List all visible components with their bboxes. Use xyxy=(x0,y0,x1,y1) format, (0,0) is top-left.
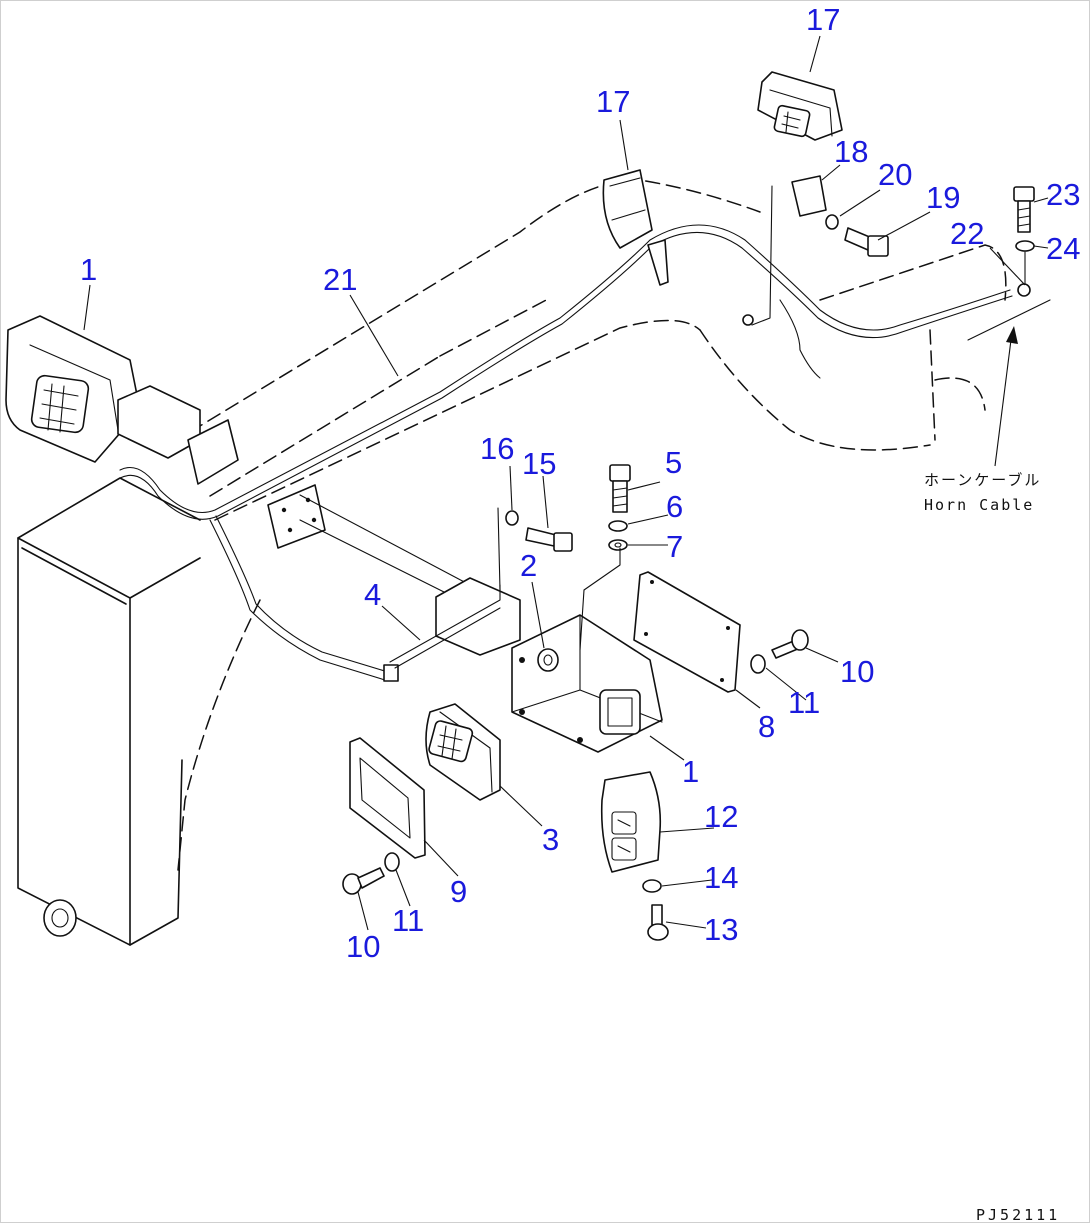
callout-4: 4 xyxy=(364,577,381,612)
callout-11-right: 11 xyxy=(788,685,820,720)
callout-11-bottom: 11 xyxy=(392,903,424,938)
callout-24: 24 xyxy=(1046,231,1080,266)
drawing-code: PJ52111 xyxy=(976,1206,1060,1223)
harness-4 xyxy=(389,584,501,669)
callout-15: 15 xyxy=(522,446,556,481)
callout-16: 16 xyxy=(480,431,514,466)
callout-17-mid: 17 xyxy=(596,84,630,119)
fasteners xyxy=(342,186,1035,941)
lamp-3 xyxy=(425,703,501,801)
wiring-harness xyxy=(119,224,1051,682)
callout-12: 12 xyxy=(704,799,738,834)
callout-23: 23 xyxy=(1046,177,1080,212)
callout-9: 9 xyxy=(450,874,467,909)
work-lamp-left xyxy=(5,315,239,485)
work-lamp-top xyxy=(742,71,843,326)
callout-20: 20 xyxy=(878,157,912,192)
callout-2: 2 xyxy=(520,548,537,583)
callout-8: 8 xyxy=(758,709,775,744)
callout-22: 22 xyxy=(950,216,984,251)
callout-1-left: 1 xyxy=(80,252,97,287)
machine-body-outline xyxy=(177,179,1007,871)
callout-10-bottom: 10 xyxy=(346,929,380,964)
leader-lines xyxy=(83,35,1049,931)
callout-7: 7 xyxy=(666,529,683,564)
callout-10-right: 10 xyxy=(840,654,874,689)
callout-1-center: 1 xyxy=(682,754,699,789)
callout-18: 18 xyxy=(834,134,868,169)
cover-plate-8 xyxy=(633,571,741,693)
callout-6: 6 xyxy=(666,489,683,524)
horn-cable-label-jp: ホーンケーブル xyxy=(924,471,1041,489)
callout-17-top: 17 xyxy=(806,2,840,37)
lamp-bracket-center xyxy=(267,484,663,753)
callout-14: 14 xyxy=(704,860,738,895)
gasket-9 xyxy=(349,737,426,859)
horn-cable-label-en: Horn Cable xyxy=(924,496,1034,514)
callout-13: 13 xyxy=(704,912,738,947)
callout-19: 19 xyxy=(926,180,960,215)
work-lamp-boom xyxy=(602,169,669,286)
callout-labels: 1 21 17 17 18 20 19 22 23 24 16 15 5 6 7… xyxy=(80,2,1080,964)
switch-12 xyxy=(600,771,662,873)
callout-3: 3 xyxy=(542,822,559,857)
left-housing xyxy=(17,477,201,946)
callout-21: 21 xyxy=(323,262,357,297)
callout-5: 5 xyxy=(665,445,682,480)
